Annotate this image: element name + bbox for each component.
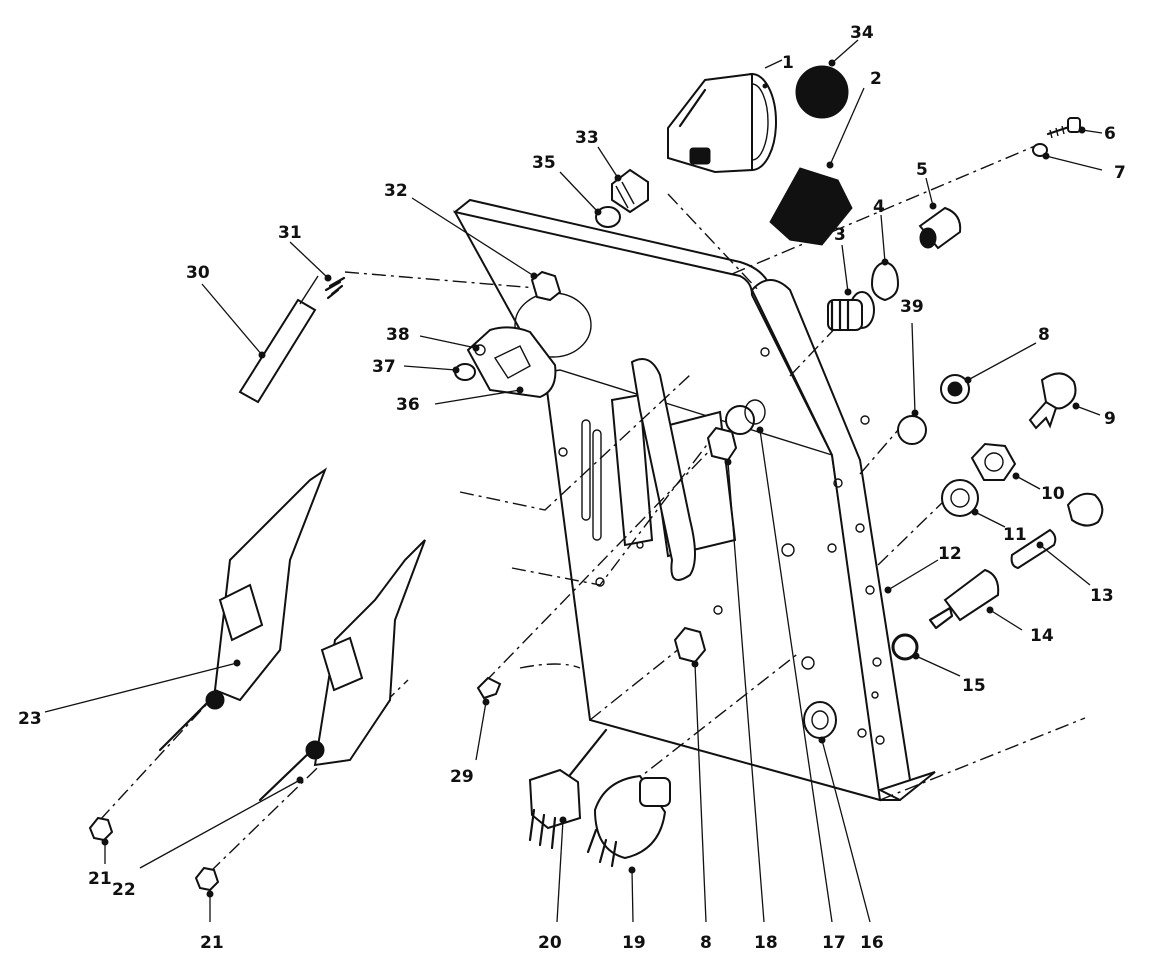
callout-35: 35 — [532, 153, 556, 173]
part-21-nut-left — [88, 816, 114, 842]
callout-labels: 1 2 3 4 5 6 7 8 8 9 10 11 12 13 14 15 16… — [18, 23, 1126, 953]
callout-6: 6 — [1104, 124, 1116, 144]
callout-37: 37 — [372, 357, 396, 377]
callout-8-upper: 8 — [1038, 325, 1050, 345]
callout-1: 1 — [782, 53, 794, 73]
part-33-fitting — [611, 168, 649, 214]
part-31-spring — [324, 276, 346, 300]
part-8-nut-lower — [673, 626, 707, 664]
callout-18: 18 — [754, 933, 778, 953]
callout-13: 13 — [1090, 586, 1114, 606]
part-14-fuseholder — [928, 568, 1000, 630]
part-23-lever-assembly — [158, 467, 328, 752]
part-16-nut — [803, 701, 837, 739]
callout-17: 17 — [822, 933, 846, 953]
part-32-nut — [530, 270, 562, 302]
part-5-cap — [918, 206, 962, 250]
callout-31: 31 — [278, 223, 302, 243]
callout-4: 4 — [873, 197, 885, 217]
callout-15: 15 — [962, 676, 986, 696]
callout-19: 19 — [622, 933, 646, 953]
part-4-bulb — [870, 260, 900, 302]
part-1-gauge — [667, 72, 777, 174]
part-30-shaft — [238, 275, 319, 404]
part-15-ring — [891, 633, 919, 661]
callout-39: 39 — [900, 297, 924, 317]
part-35-nut — [595, 206, 621, 228]
part-36-plate — [466, 326, 557, 399]
callout-38: 38 — [386, 325, 410, 345]
callout-20: 20 — [538, 933, 562, 953]
part-2-cone-knob — [769, 167, 853, 246]
callout-36: 36 — [396, 395, 420, 415]
callout-11: 11 — [1003, 525, 1027, 545]
part-7-washer — [1032, 143, 1048, 157]
mounting-panel — [453, 198, 936, 802]
alignment-lines — [99, 145, 1086, 873]
part-34-ball-knob — [795, 65, 849, 119]
callout-14: 14 — [1030, 626, 1054, 646]
part-6-screw — [1046, 117, 1081, 139]
part-19-rotary-switch — [586, 774, 671, 868]
callout-7: 7 — [1114, 163, 1126, 183]
callout-21-right: 21 — [200, 933, 224, 953]
callout-30: 30 — [186, 263, 210, 283]
callout-21-left: 21 — [88, 869, 112, 889]
callout-3: 3 — [834, 225, 846, 245]
callout-2: 2 — [870, 69, 882, 89]
part-29-clip — [476, 676, 502, 700]
callout-32: 32 — [384, 181, 408, 201]
part-22-lever-assembly — [258, 539, 426, 802]
callout-9: 9 — [1104, 409, 1116, 429]
part-10-hex-nut — [970, 442, 1017, 481]
callout-23: 23 — [18, 709, 42, 729]
part-20-toggle-switch — [528, 728, 608, 850]
part-17-18-washers — [706, 399, 766, 462]
part-13-fuse — [1010, 492, 1104, 570]
callout-5: 5 — [916, 160, 928, 180]
callout-34: 34 — [850, 23, 874, 43]
part-39-nut — [897, 415, 927, 445]
callout-8-lower: 8 — [700, 933, 712, 953]
callout-22: 22 — [112, 880, 136, 900]
part-9-key — [1028, 372, 1077, 430]
callout-29: 29 — [450, 767, 474, 787]
part-11-lockwasher — [941, 479, 979, 517]
part-3-fitting — [827, 291, 875, 332]
leader-lines — [44, 39, 1103, 923]
part-21-nut-right — [194, 866, 220, 892]
callout-16: 16 — [860, 933, 884, 953]
callout-10: 10 — [1041, 484, 1065, 504]
callout-33: 33 — [575, 128, 599, 148]
part-8-switch-upper — [940, 374, 970, 404]
callout-12: 12 — [938, 544, 962, 564]
